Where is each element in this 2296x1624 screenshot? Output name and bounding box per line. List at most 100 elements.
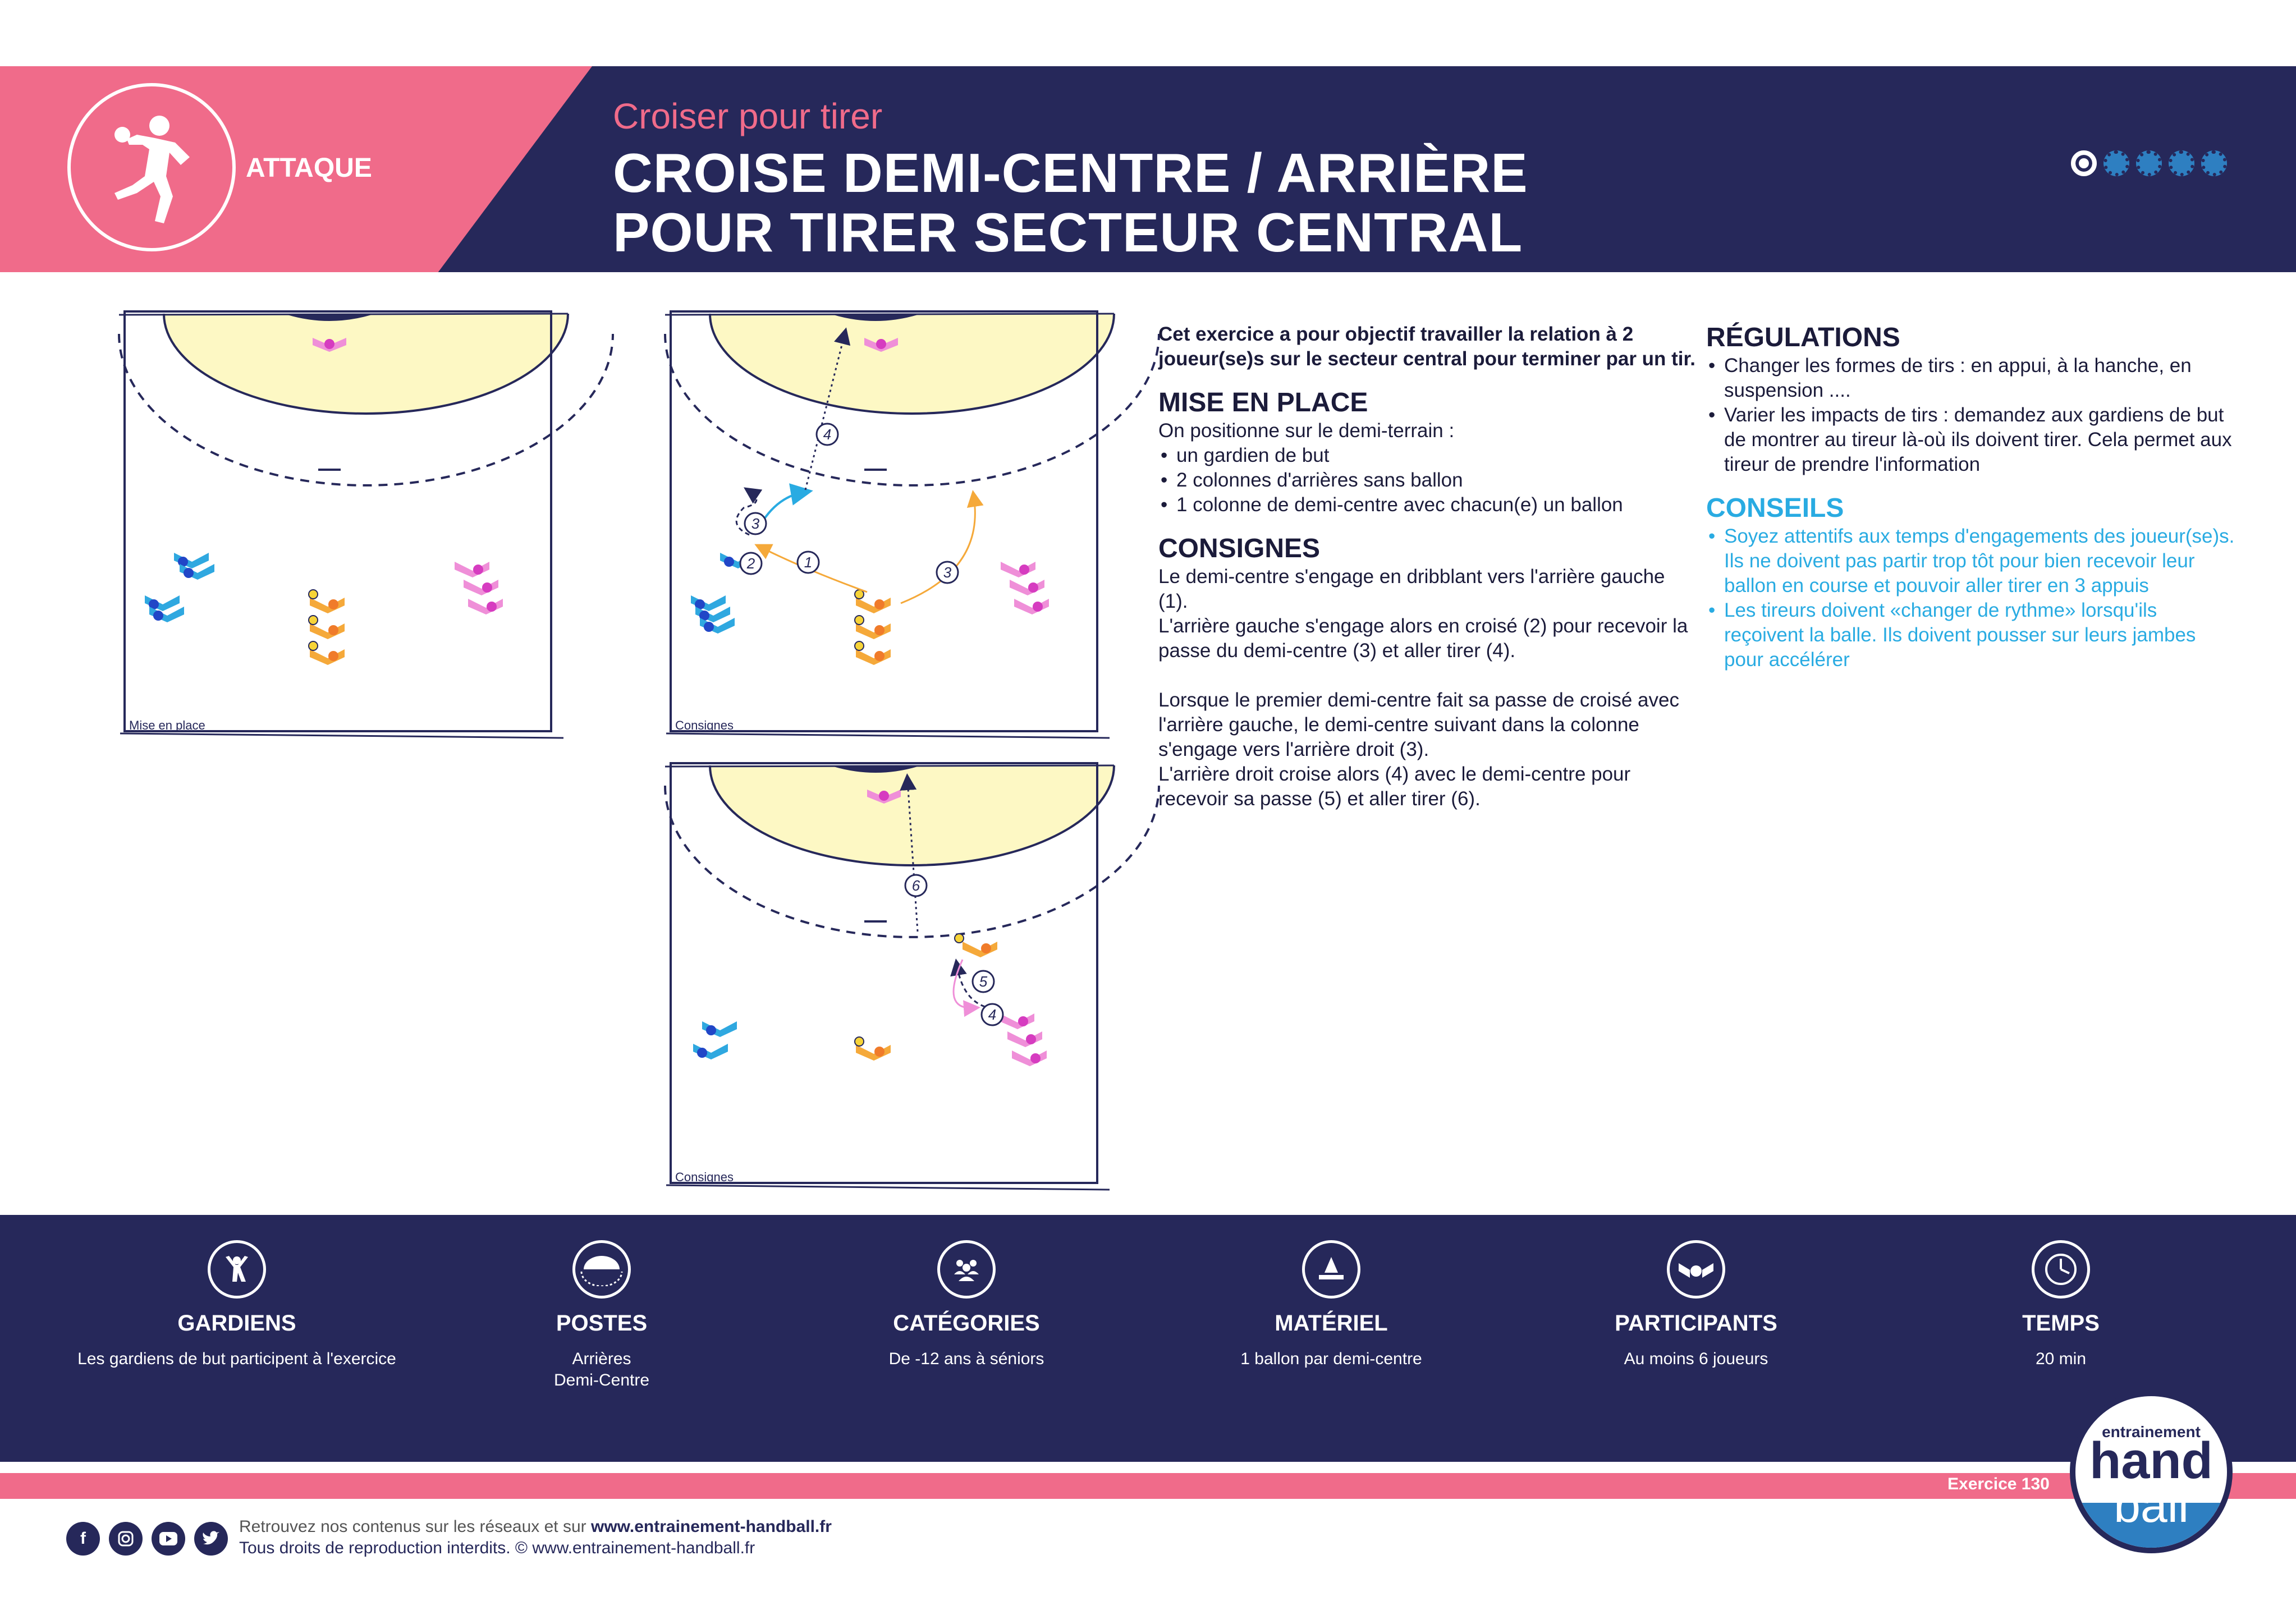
copyright-text: Tous droits de reproduction interdits. ©…	[239, 1539, 755, 1557]
categories-value: De -12 ans à séniors	[888, 1350, 1044, 1368]
court-diagrams	[118, 310, 1160, 1191]
consignes-paragraph: Lorsque le premier demi-centre fait sa p…	[1158, 689, 1679, 760]
court-positions-icon	[572, 1240, 631, 1299]
goalkeeper	[864, 338, 898, 352]
temps-label: TEMPS	[2022, 1311, 2100, 1336]
court-mise-en-place	[118, 310, 614, 739]
conseils-heading: CONSEILS	[1706, 493, 1844, 523]
regulations-heading: RÉGULATIONS	[1706, 323, 1900, 352]
clock-icon	[2032, 1240, 2090, 1299]
step-badge: 6	[904, 873, 928, 901]
conseils-list: Soyez attentifs aux temps d'engagements …	[1706, 524, 2239, 672]
goal	[833, 767, 918, 773]
step-badge: 4	[815, 422, 840, 449]
youtube-icon[interactable]	[152, 1522, 185, 1556]
brand-logo: entrainement hand ball .fr	[2070, 1391, 2233, 1553]
goalkeeper	[313, 338, 346, 352]
mise-en-place-heading: MISE EN PLACE	[1158, 388, 1368, 418]
website-link[interactable]: www.entrainement-handball.fr	[590, 1517, 832, 1536]
court3-label: Consignes	[675, 1170, 734, 1184]
gardiens-label: GARDIENS	[177, 1311, 296, 1336]
brand-tld-text: .fr	[2191, 1490, 2201, 1503]
attack-player-icon	[67, 83, 236, 251]
list-item: un gardien de but	[1158, 443, 1697, 468]
goal-area	[710, 765, 1114, 865]
intro-text: Cet exercice a pour objectif travailler …	[1158, 323, 1695, 370]
step-badge: 3	[935, 560, 960, 588]
players-left-column	[145, 553, 214, 622]
goal	[833, 315, 918, 321]
gardiens-value: Les gardiens de but participent à l'exer…	[77, 1350, 396, 1368]
info-categories: CATÉGORIES De -12 ans à séniors	[798, 1240, 1135, 1370]
regulations-list: Changer les formes de tirs : en appui, à…	[1706, 354, 2239, 477]
exercise-title-line2: POUR TIRER SECTEUR CENTRAL	[613, 201, 1523, 263]
difficulty-ball-empty	[2103, 150, 2129, 176]
info-participants: PARTICIPANTS Au moins 6 joueurs	[1528, 1240, 1864, 1370]
group-icon	[937, 1240, 996, 1299]
step-badge: 2	[739, 551, 763, 579]
info-postes: POSTES Arrières Demi-Centre	[433, 1240, 770, 1391]
instructions-column: Cet exercice a pour objectif travailler …	[1158, 322, 1697, 811]
difficulty-ball-empty	[2201, 150, 2227, 176]
twitter-icon[interactable]	[194, 1522, 228, 1556]
svg-text:4: 4	[988, 1006, 996, 1023]
consignes-heading: CONSIGNES	[1158, 534, 1321, 563]
goal	[287, 315, 372, 321]
players-right-column	[455, 562, 503, 614]
list-item: 1 colonne de demi-centre avec chacun(e) …	[1158, 493, 1697, 517]
players-center-column	[854, 589, 891, 665]
players-left-column	[693, 1021, 737, 1059]
step-badge: 5	[971, 969, 996, 997]
goalkeeper-icon	[208, 1240, 266, 1299]
difficulty-rating	[2071, 150, 2227, 176]
difficulty-ball-filled	[2071, 150, 2097, 176]
court-consignes-1	[664, 310, 1160, 739]
postes-value: Arrières Demi-Centre	[553, 1350, 650, 1389]
info-gardiens: GARDIENS Les gardiens de but participent…	[68, 1240, 405, 1370]
materiel-value: 1 ballon par demi-centre	[1240, 1350, 1422, 1368]
goalkeeper	[867, 790, 901, 804]
social-text-prefix: Retrouvez nos contenus sur les réseaux e…	[239, 1517, 591, 1536]
svg-text:3: 3	[751, 515, 760, 532]
postes-label: POSTES	[556, 1311, 648, 1336]
participants-label: PARTICIPANTS	[1615, 1311, 1777, 1336]
difficulty-ball-empty	[2169, 150, 2194, 176]
players-icon	[1667, 1240, 1725, 1299]
players-center-column	[308, 589, 345, 665]
info-materiel: MATÉRIEL 1 ballon par demi-centre	[1163, 1240, 1500, 1370]
svg-text:5: 5	[979, 973, 988, 990]
players-right-column	[1001, 562, 1049, 614]
court1-label: Mise en place	[129, 718, 205, 732]
consignes-paragraph: Le demi-centre s'engage en dribblant ver…	[1158, 566, 1665, 612]
exercise-subtitle: Croiser pour tirer	[613, 96, 883, 136]
exercise-number: Exercice 130	[1947, 1475, 2050, 1493]
player-center-engaged	[954, 933, 997, 957]
instagram-icon[interactable]	[109, 1522, 143, 1556]
svg-text:4: 4	[823, 426, 831, 443]
difficulty-ball-empty	[2136, 150, 2162, 176]
list-item: 2 colonnes d'arrières sans ballon	[1158, 468, 1697, 493]
list-item: Varier les impacts de tirs : demandez au…	[1706, 403, 2239, 477]
facebook-icon[interactable]: f	[66, 1522, 100, 1556]
exercise-title-line1: CROISE DEMI-CENTRE / ARRIÈRE	[613, 142, 1528, 204]
goal-area	[710, 314, 1114, 414]
temps-value: 20 min	[2035, 1350, 2087, 1368]
info-temps: TEMPS 20 min	[1892, 1240, 2229, 1370]
step-badge: 4	[980, 1002, 1005, 1030]
court2-label: Consignes	[675, 718, 734, 732]
categories-label: CATÉGORIES	[893, 1311, 1040, 1336]
social-text: Retrouvez nos contenus sur les réseaux e…	[239, 1517, 832, 1536]
bottom-pink-bar	[0, 1473, 2296, 1499]
svg-text:1: 1	[804, 554, 812, 571]
participants-value: Au moins 6 joueurs	[1624, 1350, 1768, 1368]
brand-hand-text: hand	[2089, 1432, 2213, 1489]
svg-text:3: 3	[943, 564, 952, 581]
cone-icon	[1302, 1240, 1360, 1299]
list-item: Soyez attentifs aux temps d'engagements …	[1706, 524, 2239, 598]
svg-text:2: 2	[746, 555, 755, 572]
goal-area	[164, 314, 568, 414]
brand-ball-text: ball	[2114, 1479, 2189, 1533]
consignes-paragraph: L'arrière droit croise alors (4) avec le…	[1158, 763, 1631, 810]
tips-column: RÉGULATIONS Changer les formes de tirs :…	[1706, 322, 2239, 672]
list-item: Les tireurs doivent «changer de rythme» …	[1706, 598, 2239, 672]
